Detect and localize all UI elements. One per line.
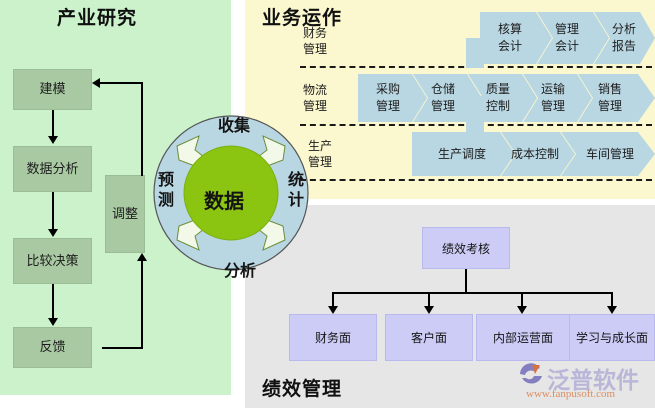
perf-connector-drop-internal [521,292,523,308]
cycle-label-analysis: 分析 [224,261,257,280]
cycle-label-prediction: 预测 [158,170,175,209]
perf-connector-drop-financial [332,292,334,308]
chevron-cell-finance-2-line2: 报告 [611,39,636,53]
chevron-cell-logistics-3-line1: 运输 [540,82,565,96]
chevron-cell-production-scheduling[interactable]: 生产调度 [432,146,492,163]
perf-box-financial-perspective[interactable]: 财务面 [289,314,377,361]
perf-connector-drop-learning [611,292,613,308]
chevron-cell-finance-1-line2: 会计 [554,39,579,53]
chevron-cell-finance-2-line1: 分析 [611,22,636,36]
connector-adjust-riser [141,261,143,349]
chevron-cell-finance-1-line1: 管理 [554,22,579,36]
flow-box-feedback[interactable]: 反馈 [13,327,92,368]
row-label-finance-line2: 管理 [303,42,328,56]
divider-finance-logistics [300,66,652,68]
chevron-cell-quality-control[interactable]: 质量 控制 [478,81,518,115]
cycle-label-statistics: 统计 [288,170,305,209]
chevron-cell-analysis-report[interactable]: 分析 报告 [604,21,644,55]
perf-connector-bus [332,292,612,294]
divider-production-bottom [300,179,652,181]
perf-arrow-financial [328,306,338,314]
row-label-finance-line1: 财务 [303,26,328,40]
chevron-cell-production-1-line1: 成本控制 [510,147,559,161]
arrow-into-adjust [137,253,147,261]
chevron-cell-logistics-4-line1: 销售 [597,82,622,96]
connector-adjust-to-model-riser [141,82,143,176]
chevron-cell-sales-management[interactable]: 销售 管理 [590,81,630,115]
row-label-finance-management: 财务 管理 [303,25,327,57]
arrow-analysis-to-compare [48,229,58,237]
chevron-cell-accounting-accounting[interactable]: 核算 会计 [490,21,530,55]
chevron-cell-logistics-4-line2: 管理 [597,99,622,113]
watermark-brand-text: 泛普软件 [547,368,639,394]
row-label-production-line1: 生产 [308,139,333,153]
flow-box-data-analysis[interactable]: 数据分析 [13,146,92,192]
divider-logistics-production [300,124,652,126]
chevron-cell-logistics-3-line2: 管理 [540,99,565,113]
chevron-cell-warehouse-management[interactable]: 仓储 管理 [423,81,463,115]
perf-box-customer-perspective[interactable]: 客户面 [385,314,473,361]
chevron-cell-logistics-1-line2: 管理 [430,99,455,113]
section-title-business-operations: 业务运作 [262,7,343,29]
perf-box-internal-operations-perspective[interactable]: 内部运营面 [476,314,570,361]
cycle-label-collect: 收集 [218,116,251,135]
chevron-cell-logistics-2-line2: 控制 [485,99,510,113]
section-title-industry-research: 产业研究 [57,7,138,29]
perf-box-performance-appraisal[interactable]: 绩效考核 [422,227,510,269]
perf-box-learning-growth-perspective[interactable]: 学习与成长面 [569,314,655,361]
row-label-logistics-line2: 管理 [303,99,328,113]
row-label-production-line2: 管理 [308,155,333,169]
perf-arrow-internal [517,306,527,314]
chevron-cell-workshop-management[interactable]: 车间管理 [580,146,640,163]
perf-connector-root-stem [465,269,467,293]
chevron-cell-logistics-1-line1: 仓储 [430,82,455,96]
data-cycle-diagram [153,115,309,271]
chevron-cell-procurement-management[interactable]: 采购 管理 [368,81,408,115]
row-label-production-management: 生产 管理 [308,138,332,170]
chevron-cell-finance-0-line1: 核算 [497,22,522,36]
arrow-model-to-analysis [48,136,58,144]
chevron-cell-logistics-0-line2: 管理 [375,99,400,113]
connector-adjust-to-model [100,82,143,84]
perf-arrow-learning [607,306,617,314]
flow-box-adjust[interactable]: 调整 [105,175,145,253]
flow-box-comparison-decision[interactable]: 比较决策 [13,238,92,284]
chevron-cell-management-accounting[interactable]: 管理 会计 [547,21,587,55]
chevron-cell-cost-control[interactable]: 成本控制 [505,146,565,163]
connector-model-to-analysis [52,110,54,137]
row-label-logistics-management: 物流 管理 [303,82,327,114]
perf-connector-drop-customer [428,292,430,308]
chevron-cell-logistics-0-line1: 采购 [375,82,400,96]
cycle-label-data: 数据 [204,189,244,213]
cycle-core-circle [183,145,279,241]
arrow-compare-to-feedback [48,318,58,326]
watermark-url-text: www.fanpusoft.com [526,388,616,400]
chevron-cell-transport-management[interactable]: 运输 管理 [533,81,573,115]
connector-feedback-to-adjust [102,347,143,349]
row-label-logistics-line1: 物流 [303,83,328,97]
arrow-into-model [92,78,100,88]
chevron-cell-production-2-line1: 车间管理 [585,147,634,161]
perf-arrow-customer [424,306,434,314]
chevron-cell-production-0-line1: 生产调度 [437,147,486,161]
fanpusoft-logo-icon [520,363,542,384]
chevron-cell-logistics-2-line1: 质量 [485,82,510,96]
section-title-performance-management: 绩效管理 [262,378,343,400]
chevron-cell-finance-0-line2: 会计 [497,39,522,53]
connector-compare-to-feedback [52,284,54,319]
watermark-fanpusoft: 泛普软件 www.fanpusoft.com [518,360,655,406]
connector-analysis-to-compare [52,192,54,230]
flow-box-modeling[interactable]: 建模 [13,69,92,110]
